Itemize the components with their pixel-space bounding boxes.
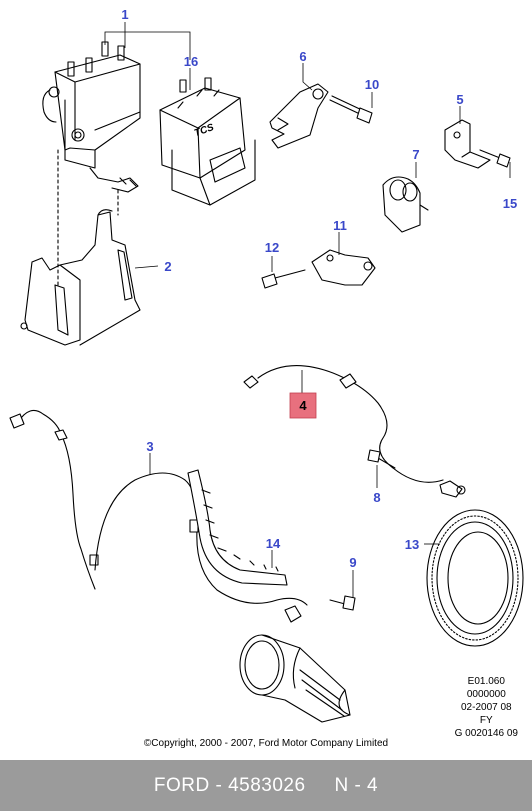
callout-7: 7 <box>412 147 419 162</box>
drawing-reference-block: E01.060 0000000 02-2007 08 FY G 0020146 … <box>455 675 518 740</box>
callout-16: 16 <box>184 54 198 69</box>
callout-10: 10 <box>365 77 379 92</box>
bolt-10 <box>329 95 373 124</box>
sensor-wire-3 <box>94 472 308 623</box>
footer-page: N - 4 <box>334 774 379 796</box>
callout-4: 4 <box>299 398 307 413</box>
callout-2: 2 <box>164 259 171 274</box>
protective-sleeve-14 <box>187 469 288 586</box>
callout-5: 5 <box>456 92 463 107</box>
footer-separator: - <box>209 774 229 796</box>
callout-12: 12 <box>265 240 279 255</box>
abs-bracket <box>20 209 141 346</box>
bolt-12 <box>261 269 306 289</box>
leader-lines <box>104 22 511 598</box>
bolt-8 <box>367 449 396 469</box>
footer-bar: FORD - 4583026 N - 4 <box>0 760 532 811</box>
callout-1: 1 <box>121 7 128 22</box>
abs-sensor-cable-4 <box>243 365 466 498</box>
meta-line: FY <box>479 715 493 726</box>
parts-diagram: 1 16 6 10 5 7 15 11 12 2 4 3 8 14 13 9 T… <box>9 7 524 723</box>
meta-line: G 0020146 09 <box>454 728 518 739</box>
callout-14: 14 <box>266 536 281 551</box>
callout-6: 6 <box>299 49 306 64</box>
callout-8: 8 <box>373 490 380 505</box>
bolt-9 <box>329 595 356 611</box>
callout-13: 13 <box>405 537 419 552</box>
callout-15: 15 <box>503 196 517 211</box>
meta-line: 0000000 <box>466 689 506 700</box>
drive-shaft <box>239 634 351 723</box>
callout-9: 9 <box>349 555 356 570</box>
bracket-11 <box>311 249 376 286</box>
tcs-module <box>159 77 256 206</box>
callout-3: 3 <box>146 439 153 454</box>
footer-gap <box>306 775 335 797</box>
highlight-box-part-4 <box>289 392 317 419</box>
bracket-5 <box>444 119 491 169</box>
footer-brand: FORD <box>153 774 210 796</box>
callout-11: 11 <box>333 218 347 233</box>
meta-line: 02-2007 08 <box>461 702 512 713</box>
footer-part-number: 4583026 <box>228 774 306 796</box>
bolt-15 <box>479 149 511 168</box>
bracket-6 <box>269 83 329 149</box>
abs-hydraulic-unit <box>42 41 141 193</box>
front-sensor-wire <box>9 409 99 590</box>
meta-line: E01.060 <box>467 676 505 687</box>
tone-ring-13 <box>426 509 524 647</box>
copyright-notice: ©Copyright, 2000 - 2007, Ford Motor Comp… <box>143 738 389 749</box>
clip-7 <box>382 176 429 233</box>
mounting-guide-lines <box>57 149 119 286</box>
